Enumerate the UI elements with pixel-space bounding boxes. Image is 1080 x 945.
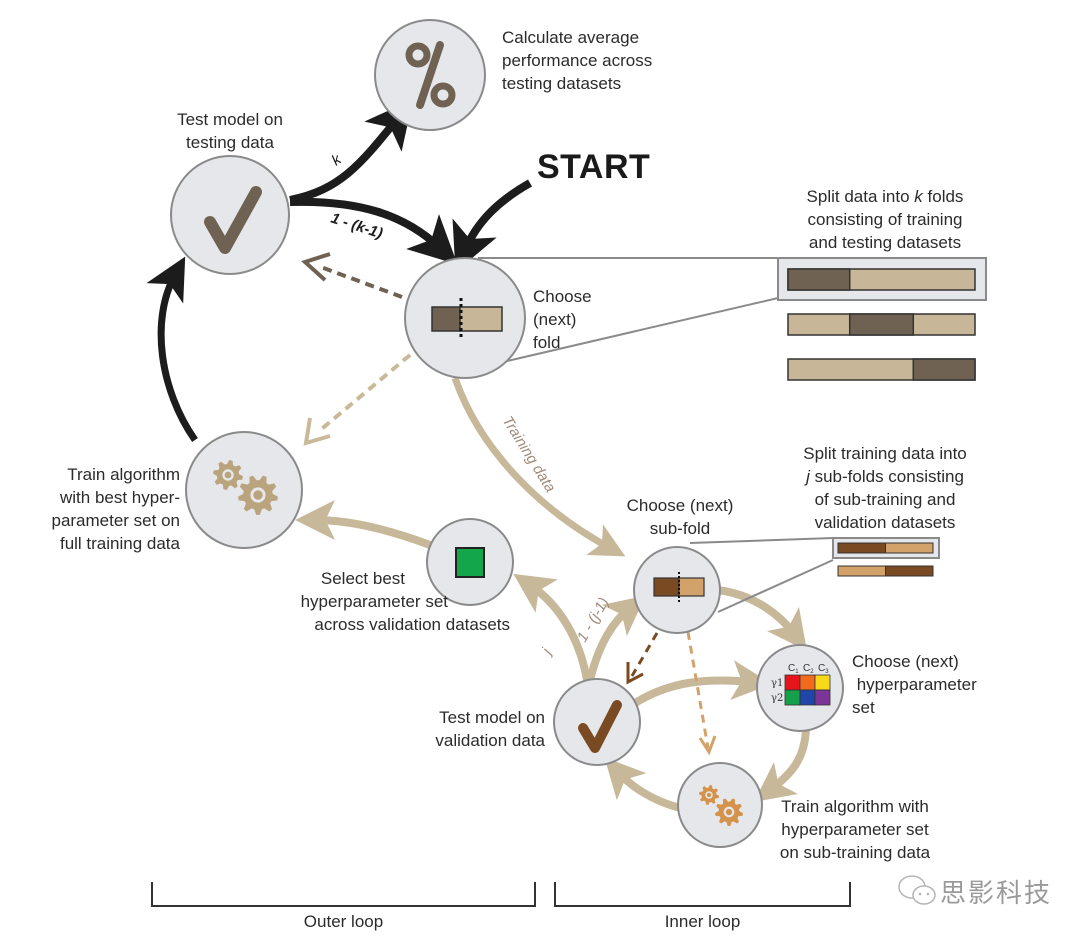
arrow-test-to-hyper	[629, 660, 772, 709]
inner-folds-panel	[832, 537, 940, 577]
hyperparameter-grid-icon: C1 C2 C3 γ1 γ2	[771, 663, 831, 706]
subfold-val-segment-1	[837, 542, 886, 554]
checkmark-icon	[204, 186, 262, 254]
wechat-icon	[898, 875, 936, 905]
label-test-inner: Test model on validation data	[435, 708, 545, 750]
gears-icon	[213, 460, 278, 515]
label-choose-hyperparameter: Choose (next) hyperparameter set	[852, 652, 977, 717]
green-square-icon	[455, 547, 485, 578]
fold-bar-icon	[431, 298, 503, 340]
percent-icon	[405, 41, 456, 109]
label-average: Calculate average performance across tes…	[502, 28, 653, 93]
fold-test-segment-2	[848, 313, 915, 336]
fold-test-segment-3	[912, 358, 976, 381]
gear-hub	[223, 470, 233, 480]
arrow-hyper-to-train	[754, 727, 810, 803]
label-train-outer: Train algorithm with best hyper- paramet…	[51, 465, 180, 553]
inner-loop-arrows	[295, 376, 810, 812]
edge-label-k: k	[329, 150, 346, 169]
label-split-inner: Split training data into j sub-folds con…	[803, 444, 967, 532]
node-select-best	[426, 518, 514, 606]
edge-label-training-data: Training data	[499, 413, 559, 495]
dashed-arrows-outer	[301, 252, 412, 446]
grid-row-label: γ1	[771, 678, 783, 689]
outer-loop-bracket	[151, 882, 536, 907]
grid-col-label: C2	[803, 663, 814, 675]
outer-loop-arrows	[146, 99, 532, 443]
subfold-bar-icon	[653, 572, 705, 602]
node-train-inner	[677, 762, 763, 848]
arrow-test-to-average	[289, 99, 414, 204]
gear-hub	[252, 489, 264, 501]
watermark: 思影科技	[940, 879, 1053, 909]
grid-cell	[784, 689, 801, 706]
fold-test-segment-1	[787, 268, 851, 291]
arrow-subfold-to-hyper	[717, 586, 808, 651]
arrow-train-to-test	[604, 757, 682, 812]
grid-cell	[784, 674, 801, 691]
inner-loop-bracket	[554, 882, 851, 907]
subfold-val-segment-2	[885, 565, 934, 577]
node-average	[374, 19, 486, 131]
node-test-outer	[170, 155, 290, 275]
outer-folds-panel	[777, 257, 987, 381]
grid-cell	[799, 674, 816, 691]
grid-cell	[814, 674, 831, 691]
dashed-arrows-inner	[626, 631, 717, 756]
arrow-training-data	[451, 376, 626, 557]
callout-lines	[459, 257, 834, 613]
label-train-inner: Train algorithm with hyperparameter set …	[779, 797, 931, 862]
label-test-outer: Test model on testing data	[177, 110, 283, 152]
arrow-test-inner-to-select	[513, 573, 591, 681]
node-choose-hyperparameter: C1 C2 C3 γ1 γ2	[756, 644, 844, 732]
arrow-test-inner-to-subfold	[586, 595, 646, 681]
inner-loop-label: Inner loop	[664, 912, 741, 931]
arrow-train-to-test	[146, 256, 198, 443]
gear-hub	[705, 791, 713, 799]
label-choose-fold: Choose (next) fold	[533, 287, 592, 352]
arrow-start	[452, 179, 532, 273]
gears-icon	[699, 785, 743, 826]
label-select-best: Select best hyperparameter set across va…	[300, 569, 510, 634]
gear-hub	[724, 807, 734, 817]
label-split-outer: Split data into k folds consisting of tr…	[806, 187, 964, 252]
node-choose-fold	[404, 257, 526, 379]
grid-col-label: C1	[788, 663, 799, 675]
grid-col-label: C3	[818, 663, 829, 675]
node-train-outer	[185, 431, 303, 549]
grid-cell	[799, 689, 816, 706]
arrow-test-to-choose-fold	[289, 197, 458, 265]
node-choose-subfold	[633, 546, 721, 634]
start-label: START	[537, 148, 651, 186]
node-test-inner	[553, 678, 641, 766]
label-choose-subfold: Choose (next) sub-fold	[626, 496, 734, 538]
arrow-select-to-train	[295, 500, 432, 549]
dashed-arrow-fold-to-train	[316, 353, 412, 434]
grid-row-label: γ2	[771, 693, 783, 704]
dashed-arrow-fold-to-test	[317, 264, 403, 299]
checkmark-icon	[578, 700, 622, 753]
outer-loop-label: Outer loop	[303, 912, 384, 931]
edge-label-j: j	[538, 645, 556, 659]
grid-cell	[814, 689, 831, 706]
